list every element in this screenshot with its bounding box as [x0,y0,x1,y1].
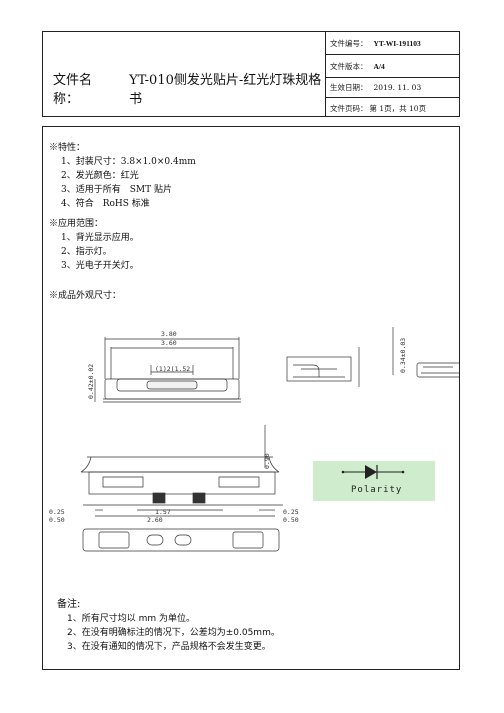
document-info-cells: 文件编号： YT-WI-191103 文件版本： A/4 生效日期： 2019.… [326,32,459,116]
notes-title: 备注: [57,599,81,610]
doc-number-row: 文件编号： YT-WI-191103 [326,32,459,55]
dim-depth: 0.90 [263,453,271,469]
dim-lens: (1)2(1.52 [155,365,190,373]
document-title: YT-010侧发光贴片-红光灯珠规格书 [129,73,322,107]
note-item: 1、所有尺寸均以 mm 为单位。 [67,614,195,624]
document-header: 文件名称： YT-010侧发光贴片-红光灯珠规格书 文件编号： YT-WI-19… [42,31,460,117]
effective-date: 2019. 11. 03 [373,83,422,92]
version-label: 文件版本： [330,61,368,71]
appearance-title: ※成品外观尺寸： [49,291,122,301]
doc-number: YT-WI-191103 [373,38,421,48]
content-frame: ※特性： 1、封装尺寸：3.8×1.0×0.4mm 2、发光颜色：红光 3、适用… [42,126,460,670]
page-label: 文件页码： [330,103,368,113]
dim-height: 0.42±0.02 [87,364,95,399]
notes-section: 备注: 1、所有尺寸均以 mm 为单位。 2、在没有明确标注的情况下，公差均为±… [57,597,280,654]
note-item: 2、在没有明确标注的情况下，公差均为±0.05mm。 [67,628,280,638]
page-row: 文件页码： 第 1页，共 10页 [326,98,459,118]
document-title-cell: 文件名称： YT-010侧发光贴片-红光灯珠规格书 [43,32,326,116]
doc-number-label: 文件编号： [330,38,368,48]
dim-thickness: 0.34±0.03 [399,338,407,373]
polarity-box: Polarity [313,461,435,501]
application-item: 3、光电子开关灯。 [61,261,139,271]
application-item: 1、背光显示应用。 [61,233,139,243]
application-item: 2、指示灯。 [61,247,112,257]
applications-title: ※应用范围： [49,219,104,229]
dim-pad-d: 0.50 [283,516,299,524]
feature-item: 3、适用于所有 SMT 贴片 [61,185,172,195]
note-item: 3、在没有通知的情况下，产品规格不会发生变更。 [67,642,271,652]
dim-pad-c: 0.25 [283,508,299,516]
page-number: 第 1页，共 10页 [369,103,427,113]
date-row: 生效日期： 2019. 11. 03 [326,78,459,98]
dim-width-outer: 3.80 [161,330,177,338]
features-title: ※特性： [49,143,86,153]
dim-pad-a: 0.25 [49,508,65,516]
applications-section: ※应用范围： 1、背光显示应用。 2、指示灯。 3、光电子开关灯。 [49,217,139,273]
polarity-label: Polarity [351,485,403,495]
feature-item: 1、封装尺寸：3.8×1.0×0.4mm [61,157,196,167]
title-label: 文件名称： [53,73,93,107]
diode-icon [341,465,405,479]
dim-pad-gap: 1.57 [155,508,171,516]
dim-pad-b: 0.50 [49,516,65,524]
dim-pad-span: 2.60 [147,516,163,524]
version: A/4 [373,61,385,71]
appearance-section: ※成品外观尺寸： [49,289,121,303]
date-label: 生效日期： [330,83,368,92]
feature-item: 2、发光颜色：红光 [61,171,139,181]
dim-width-inner: 3.60 [161,339,177,347]
dimension-drawing: 3.80 3.60 (1)2(1.52 0.42±0.02 0.34±0.03 … [49,327,459,552]
features-section: ※特性： 1、封装尺寸：3.8×1.0×0.4mm 2、发光颜色：红光 3、适用… [49,141,196,211]
version-row: 文件版本： A/4 [326,55,459,78]
feature-item: 4、符合 RoHS 标准 [61,199,150,209]
